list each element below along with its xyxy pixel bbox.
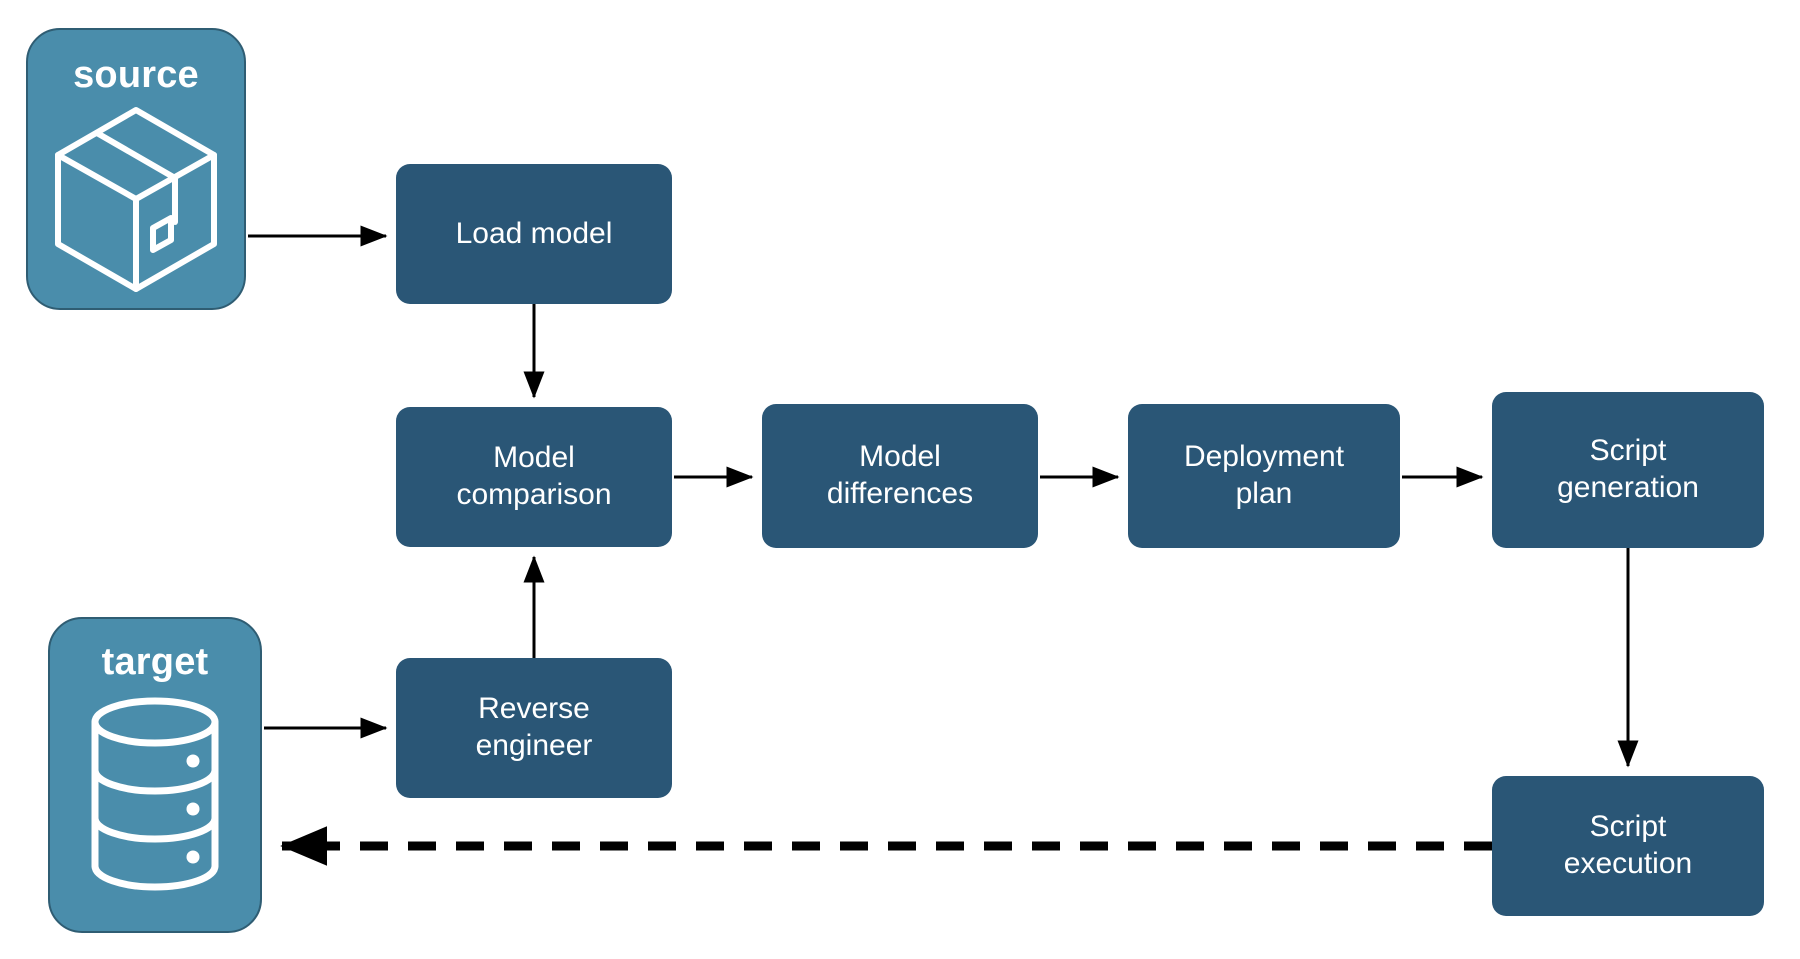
node-model-differences[interactable]: Model differences xyxy=(762,404,1038,548)
node-reverse-engineer[interactable]: Reverse engineer xyxy=(396,658,672,798)
package-box-icon xyxy=(55,107,217,292)
node-script-generation[interactable]: Script generation xyxy=(1492,392,1764,548)
node-model-comparison[interactable]: Model comparison xyxy=(396,407,672,547)
node-deployment-plan[interactable]: Deployment plan xyxy=(1128,404,1400,548)
endpoint-card-source[interactable]: source xyxy=(26,28,246,310)
endpoint-label-source: source xyxy=(73,54,199,96)
node-script-execution[interactable]: Script execution xyxy=(1492,776,1764,916)
endpoint-card-target[interactable]: target xyxy=(48,617,262,933)
node-load-model[interactable]: Load model xyxy=(396,164,672,304)
database-cylinder-icon xyxy=(91,697,219,891)
endpoint-label-target: target xyxy=(101,641,209,683)
